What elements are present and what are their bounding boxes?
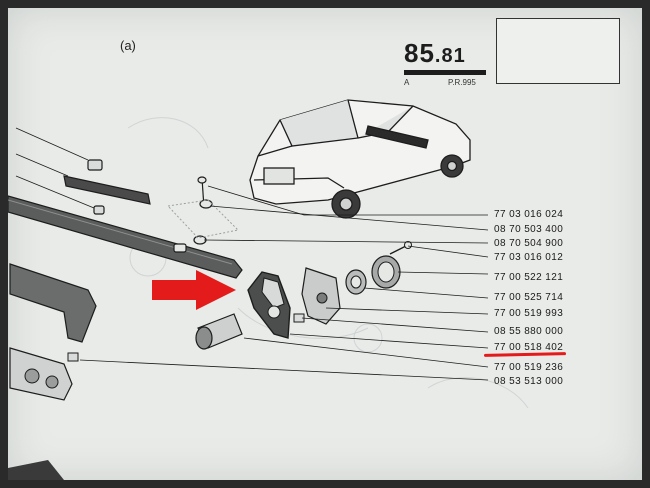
red-arrow-icon — [152, 270, 236, 310]
part-number: 08 55 880 000 — [494, 326, 564, 337]
section-label: (a) — [120, 38, 136, 53]
bumper-end — [9, 263, 97, 343]
part-number: 08 70 503 400 — [494, 224, 564, 235]
part-number: 77 00 525 714 — [494, 292, 564, 303]
part-number: 77 00 519 236 — [494, 362, 564, 373]
part-number: 77 03 016 024 — [494, 209, 564, 220]
revision-mark: A — [404, 78, 410, 87]
part-number: 77 00 519 993 — [494, 308, 564, 319]
part-number-highlighted: 77 00 518 402 — [494, 342, 564, 353]
location-thumbnail — [496, 18, 620, 84]
part-number: 08 53 513 000 — [494, 376, 564, 387]
part-number: 77 00 522 121 — [494, 272, 564, 283]
page-number-underline — [404, 70, 486, 75]
pr-reference: P.R.995 — [448, 78, 476, 87]
page-number: 85.81 — [404, 38, 466, 69]
leader-lines — [15, 127, 489, 381]
page-number-sub: .81 — [434, 45, 466, 67]
page-number-main: 85 — [404, 38, 435, 68]
light-housing-left — [9, 347, 73, 401]
upper-left-parts — [63, 159, 151, 215]
car-illustration — [249, 99, 471, 219]
part-number: 08 70 504 900 — [494, 238, 564, 249]
part-number: 77 03 016 012 — [494, 252, 564, 263]
parts-catalog-page: (a) 85.81 A P.R.995 77 03 016 024 08 70 … — [8, 8, 642, 480]
